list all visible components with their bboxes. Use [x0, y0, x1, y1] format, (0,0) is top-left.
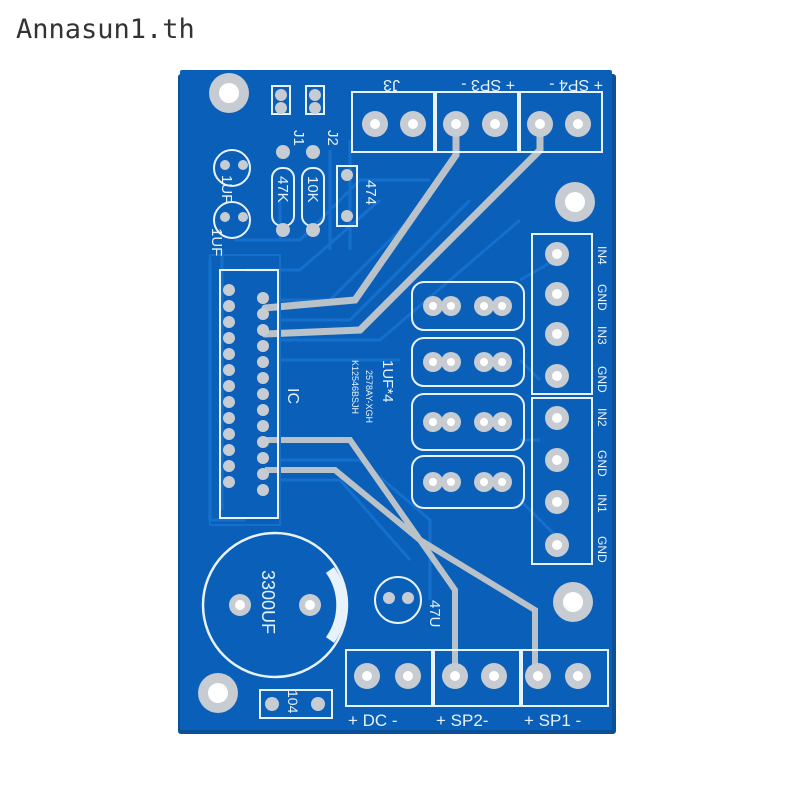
- mounting-holes: [198, 73, 595, 713]
- label-10k: 10K: [304, 176, 321, 203]
- label-dc: + DC -: [348, 711, 398, 730]
- label-47k: 47K: [274, 176, 291, 203]
- label-3300uf: 3300UF: [258, 570, 278, 634]
- watermark-text: Annasun1.th: [16, 14, 195, 45]
- label-chip-1: K12546BSJH: [350, 360, 360, 414]
- label-sp2: + SP2-: [436, 711, 488, 730]
- label-sp1: + SP1 -: [524, 711, 581, 730]
- label-gnd-2: GND: [595, 366, 609, 393]
- label-ic: IC: [284, 388, 301, 404]
- label-j1: J1: [290, 130, 307, 146]
- label-gnd-1: GND: [595, 284, 609, 311]
- label-in2: IN2: [595, 408, 609, 427]
- label-474: 474: [362, 180, 379, 205]
- filter-capacitor: [374, 576, 422, 624]
- label-1uf-b: 1UF: [208, 228, 225, 256]
- label-47u: 47U: [426, 600, 443, 628]
- label-sp4: + SP4 -: [549, 76, 603, 93]
- small-capacitors: [213, 149, 251, 239]
- top-terminal-pads: [275, 89, 591, 237]
- input-capacitors: [411, 281, 525, 509]
- exposed-traces-lower: [265, 437, 538, 675]
- label-gnd-3: GND: [595, 450, 609, 477]
- exposed-traces: [261, 122, 544, 338]
- input-terminals: [531, 233, 593, 565]
- label-chip-2: 2578AY-XGH: [364, 370, 374, 423]
- label-1uf-a: 1UF: [218, 175, 235, 203]
- label-j3: J3: [383, 76, 400, 93]
- label-sp3: + SP3 -: [461, 76, 515, 93]
- label-j2: J2: [324, 130, 341, 146]
- bottom-terminals: [259, 649, 609, 719]
- label-in3: IN3: [595, 326, 609, 345]
- copper-traces: [208, 140, 562, 600]
- label-in4: IN4: [595, 246, 609, 265]
- ic-pins: [223, 284, 269, 496]
- label-1uf-x4: 1UF*4: [379, 360, 396, 403]
- bulk-capacitor: [201, 531, 349, 679]
- label-104: 104: [285, 690, 301, 714]
- ic-footprint: [209, 254, 281, 526]
- label-in1: IN1: [595, 494, 609, 513]
- label-gnd-4: GND: [595, 536, 609, 563]
- top-terminal-outlines: [271, 85, 603, 227]
